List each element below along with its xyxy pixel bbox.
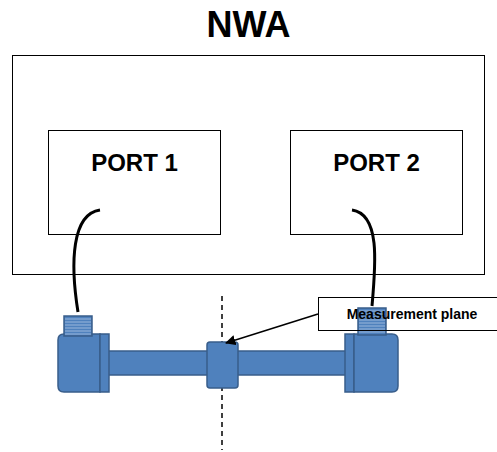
instrument-title: NWA <box>13 4 484 45</box>
thread-line <box>65 319 91 320</box>
waveguide-section <box>104 351 210 375</box>
port-label: PORT 2 <box>291 149 462 177</box>
connector <box>64 316 92 336</box>
thread-line <box>359 323 385 324</box>
thread-line <box>359 332 385 333</box>
adapter-flange <box>100 334 109 392</box>
thread-line <box>65 325 91 326</box>
thread-line <box>65 328 91 329</box>
thread-line <box>65 331 91 332</box>
thread-line <box>359 329 385 330</box>
port-box: PORT 1 <box>48 130 221 235</box>
adapter-flange <box>345 334 354 392</box>
cable <box>74 210 100 312</box>
callout-box: Measurement plane <box>318 297 497 331</box>
adapter <box>58 334 100 392</box>
adapter <box>354 334 398 392</box>
thread-line <box>65 322 91 323</box>
cable <box>352 210 375 306</box>
thread-line <box>359 326 385 327</box>
flange <box>207 342 238 388</box>
thread-line <box>65 334 91 335</box>
port-label: PORT 1 <box>49 149 220 177</box>
callout-text: Measurement plane <box>319 306 497 322</box>
waveguide-section <box>236 351 350 375</box>
pointer-arrow <box>226 314 318 343</box>
instrument-box: NWAPORT 1PORT 2 <box>12 55 485 275</box>
port-box: PORT 2 <box>290 130 463 235</box>
